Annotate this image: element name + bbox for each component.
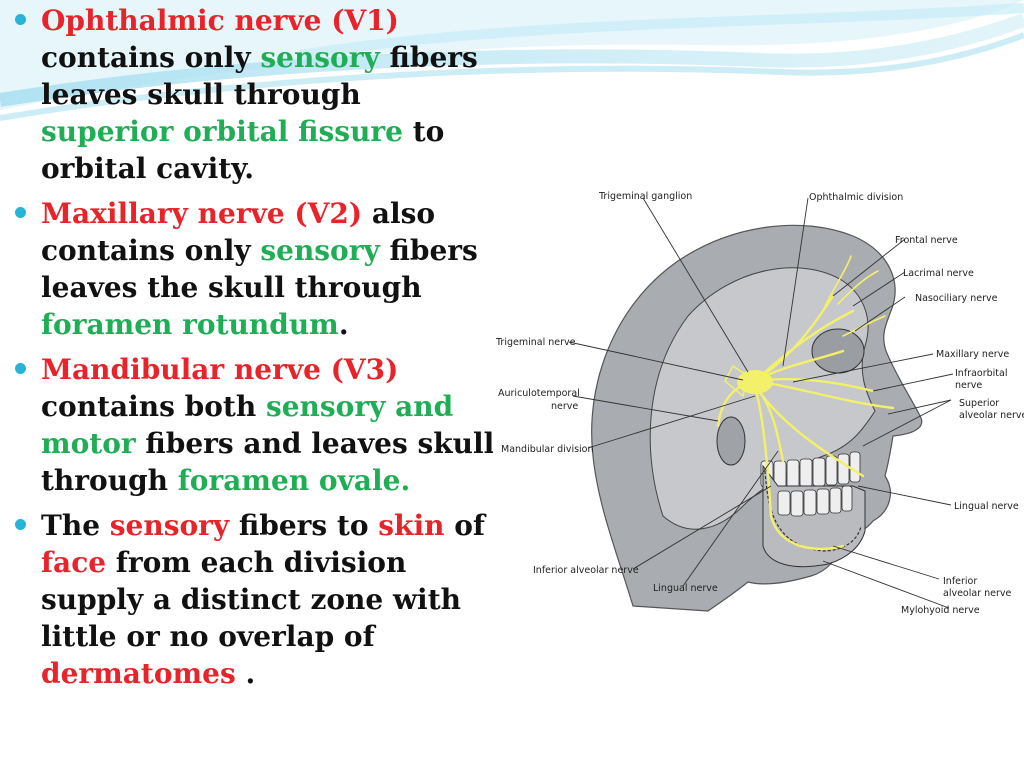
bullet-list: Ophthalmic nerve (V1) contains only sens…	[14, 2, 496, 700]
bullet-segment: sensory and motor	[41, 390, 454, 460]
head-illustration: Trigeminal ganglion Ophthalmic division …	[495, 191, 1024, 616]
label-mylohyoid-nerve: Mylohyoid nerve	[901, 605, 980, 616]
bullet-segment: dermatomes	[41, 657, 236, 690]
bullet-segment: foramen rotundum	[41, 308, 339, 341]
bullet-sensory-zones: The sensory fibers to skin of face from …	[14, 507, 496, 692]
bullet-segment: face	[41, 546, 107, 579]
leader-lines	[568, 197, 954, 609]
label-lingual-nerve-bottom: Lingual nerve	[653, 583, 718, 594]
label-infraorbital-line2: nerve	[955, 380, 982, 391]
bullet-segment: contains both	[41, 390, 266, 423]
label-superior-alveolar-line1: Superior	[959, 398, 999, 409]
bullet-segment: Ophthalmic nerve (V1)	[41, 4, 399, 37]
bullet-segment: of	[444, 509, 485, 542]
bullet-segment: skin	[378, 509, 445, 542]
bullet-segment: sensory	[260, 234, 380, 267]
bullet-segment: fibers to	[229, 509, 379, 542]
label-superior-alveolar-line2: alveolar nerve	[959, 410, 1024, 421]
ear-shape	[716, 416, 746, 466]
bullet-segment: Mandibular nerve (V3)	[41, 353, 399, 386]
label-ophthalmic-division: Ophthalmic division	[809, 192, 903, 203]
bullet-segment: also contains only	[41, 197, 436, 267]
label-lacrimal-nerve: Lacrimal nerve	[903, 268, 974, 279]
bullet-segment: sensory	[109, 509, 230, 542]
bullet-maxillary: Maxillary nerve (V2) also contains only …	[14, 195, 496, 343]
bullet-segment: sensory	[260, 41, 380, 74]
trigeminal-nerve-figure: Trigeminal ganglion Ophthalmic division …	[493, 186, 1024, 618]
label-maxillary-nerve: Maxillary nerve	[936, 349, 1009, 360]
label-inferior-alveolar-nerve: Inferior alveolar nerve	[533, 565, 639, 576]
bullet-segment: The	[41, 509, 110, 542]
bullet-segment: foramen ovale.	[177, 464, 411, 497]
label-auriculotemporal-line1: Auriculotemporal	[498, 388, 580, 399]
bullet-mandibular: Mandibular nerve (V3) contains both sens…	[14, 351, 496, 499]
bullet-ophthalmic: Ophthalmic nerve (V1) contains only sens…	[14, 2, 496, 187]
bullet-dot-icon	[15, 519, 26, 530]
label-mandibular-division: Mandibular division	[501, 444, 594, 455]
label-infraorbital-line1: Infraorbital	[955, 368, 1007, 379]
label-trigeminal-nerve: Trigeminal nerve	[495, 337, 576, 348]
label-trigeminal-ganglion: Trigeminal ganglion	[598, 191, 692, 202]
bullet-segment: contains only	[41, 41, 261, 74]
label-lingual-nerve-right: Lingual nerve	[954, 501, 1019, 512]
bullet-dot-icon	[15, 363, 26, 374]
lower-teeth	[777, 485, 853, 517]
bullet-segment: .	[338, 308, 349, 341]
bullet-dot-icon	[15, 207, 26, 218]
bullet-segment: from each division supply a distinct zon…	[41, 546, 461, 653]
background-swoosh	[0, 0, 1024, 121]
label-auriculotemporal-line2: nerve	[551, 401, 578, 412]
bullet-segment: fibers leaves the skull through	[41, 234, 478, 304]
orbit-shape	[811, 328, 865, 374]
bullet-segment: superior orbital fissure	[41, 115, 403, 148]
bullet-segment: to orbital cavity.	[41, 115, 445, 185]
bullet-segment: fibers leaves skull through	[41, 41, 478, 111]
bullet-segment: .	[235, 657, 256, 690]
label-nasociliary-nerve: Nasociliary nerve	[915, 293, 998, 304]
bullet-segment: Maxillary nerve (V2)	[41, 197, 363, 230]
upper-teeth	[760, 451, 861, 489]
trigeminal-ganglion-shape	[737, 370, 773, 394]
bullet-segment: fibers and leaves skull through	[41, 427, 495, 497]
label-inferior-alveolar-line2: alveolar nerve	[943, 588, 1012, 599]
label-inferior-alveolar-line1: Inferior	[943, 576, 977, 587]
skull-shape	[649, 267, 876, 530]
label-frontal-nerve: Frontal nerve	[895, 235, 958, 246]
bullet-dot-icon	[15, 14, 26, 25]
